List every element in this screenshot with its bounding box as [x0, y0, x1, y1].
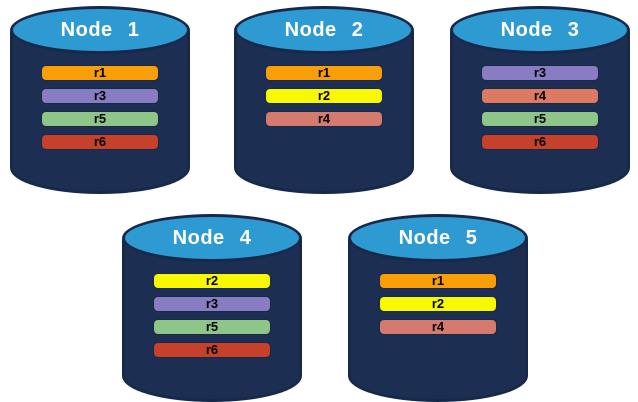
cylinder-top-ellipse [348, 214, 528, 262]
node-title: Node 5 [398, 226, 478, 249]
replica-bar-r6: r6 [482, 135, 598, 149]
replica-bar-r5: r5 [42, 112, 158, 126]
node-title: Node 3 [500, 18, 580, 41]
cylinder-top-ellipse [122, 214, 302, 262]
node-4: Node 4 r2 r3 r5 r6 [122, 214, 302, 402]
node-2: Node 2 r1 r2 r4 [234, 6, 414, 194]
replica-bar-r5: r5 [482, 112, 598, 126]
replica-bar-r2: r2 [380, 297, 496, 311]
replica-list: r3 r4 r5 r6 [482, 66, 598, 149]
replica-bar-r2: r2 [154, 274, 270, 288]
replica-bar-r4: r4 [266, 112, 382, 126]
replica-list: r1 r3 r5 r6 [42, 66, 158, 149]
replica-bar-r1: r1 [42, 66, 158, 80]
node-title: Node 1 [60, 18, 140, 41]
node-title: Node 2 [284, 18, 364, 41]
replica-bar-r6: r6 [154, 343, 270, 357]
replica-bar-r4: r4 [380, 320, 496, 334]
cylinder-top-ellipse [10, 6, 190, 54]
replica-list: r1 r2 r4 [380, 274, 496, 334]
replica-bar-r6: r6 [42, 135, 158, 149]
replica-bar-r3: r3 [154, 297, 270, 311]
cylinder-top-ellipse [234, 6, 414, 54]
node-3: Node 3 r3 r4 r5 r6 [450, 6, 630, 194]
replica-bar-r4: r4 [482, 89, 598, 103]
replica-list: r1 r2 r4 [266, 66, 382, 126]
replica-bar-r5: r5 [154, 320, 270, 334]
node-5: Node 5 r1 r2 r4 [348, 214, 528, 402]
replica-bar-r1: r1 [266, 66, 382, 80]
replica-list: r2 r3 r5 r6 [154, 274, 270, 357]
replica-bar-r2: r2 [266, 89, 382, 103]
cylinder-top-ellipse [450, 6, 630, 54]
replica-bar-r3: r3 [42, 89, 158, 103]
node-title: Node 4 [172, 226, 252, 249]
replica-bar-r3: r3 [482, 66, 598, 80]
node-1: Node 1 r1 r3 r5 r6 [10, 6, 190, 194]
replica-bar-r1: r1 [380, 274, 496, 288]
